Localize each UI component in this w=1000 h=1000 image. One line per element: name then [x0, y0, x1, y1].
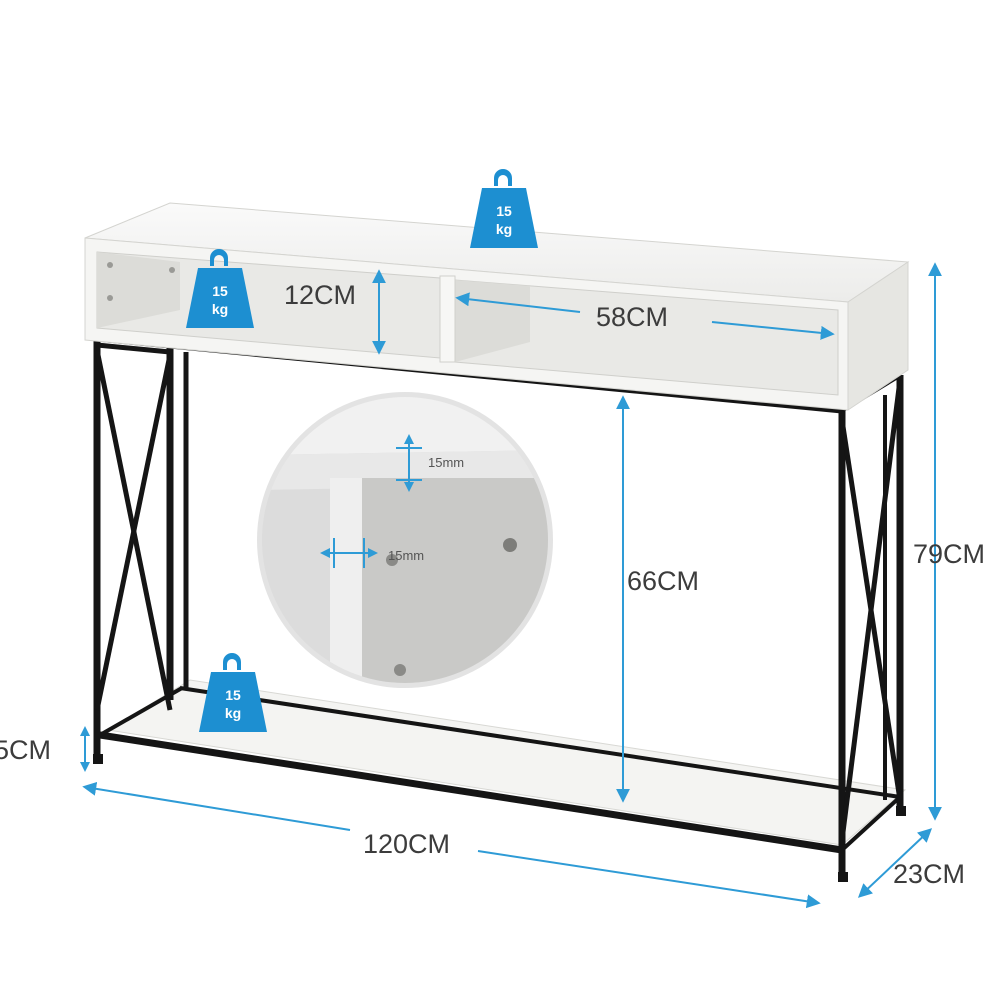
foot: [838, 872, 848, 882]
compartment-height-label: 12CM: [284, 280, 356, 310]
weight-unit: kg: [212, 301, 228, 317]
lower-shelf: [106, 679, 907, 846]
weight-icon: [470, 169, 538, 248]
board-thickness-detail: 15mm 15mm: [257, 392, 553, 688]
dimension-lines: [80, 262, 942, 909]
weight-unit: kg: [496, 221, 512, 237]
foot: [93, 754, 103, 764]
weight-value: 15: [496, 203, 512, 219]
length-arrow-right: [477, 850, 821, 909]
side-thickness-label: 15mm: [388, 548, 424, 563]
weight-badge-top: 15 kg: [470, 169, 538, 248]
weight-icon: [186, 249, 254, 328]
weight-badge-lower-shelf: 15 kg: [199, 653, 267, 732]
depth-arrow: [857, 828, 933, 898]
top-thickness-label: 15mm: [428, 455, 464, 470]
foot-height-label: 5CM: [0, 735, 51, 765]
left-leg-frame: [93, 338, 189, 762]
foot: [896, 806, 906, 816]
depth-label: 23CM: [893, 859, 965, 889]
weight-badge-compartment: 15 kg: [186, 249, 254, 328]
compartment-width-arrow-left: [455, 292, 581, 313]
weight-value: 15: [212, 283, 228, 299]
length-arrow-left: [82, 781, 351, 831]
weight-unit: kg: [225, 705, 241, 721]
length-label: 120CM: [363, 829, 450, 859]
total-height-label: 79CM: [913, 539, 985, 569]
center-divider: [439, 275, 456, 363]
compartment-width-arrow-right: [711, 321, 835, 340]
compartment-width-label: 58CM: [596, 302, 668, 332]
weight-value: 15: [225, 687, 241, 703]
weight-icon: [199, 653, 267, 732]
leg-clearance-label: 66CM: [627, 566, 699, 596]
